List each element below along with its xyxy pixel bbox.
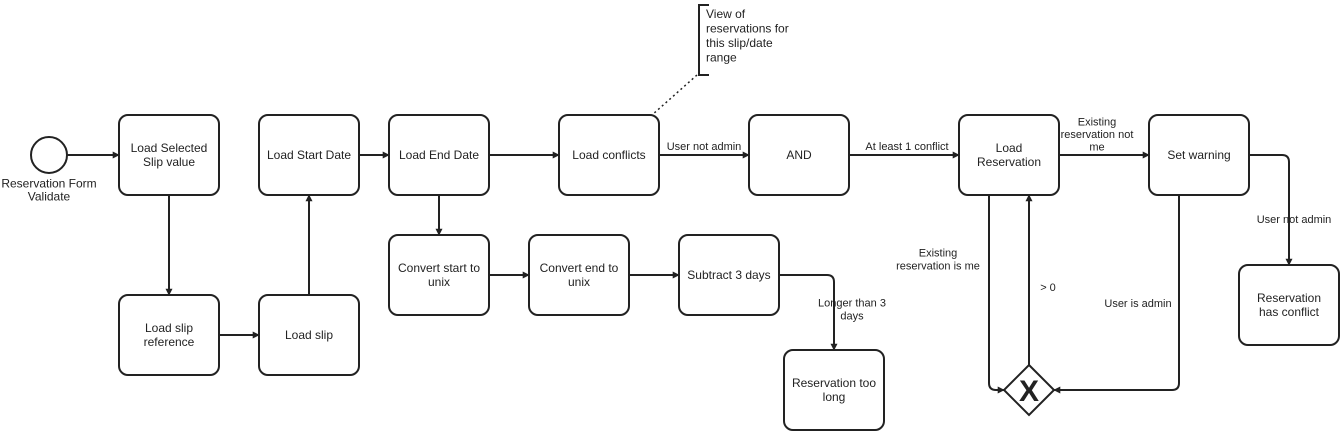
edge-label-at-least-1-conflict-line: At least 1 conflict bbox=[865, 141, 948, 153]
node-subtract-3-days-label-line: Subtract 3 days bbox=[687, 268, 770, 282]
edge-subtract-to-too-long bbox=[779, 274, 838, 351]
node-load-reservation-label-line: Reservation bbox=[977, 155, 1041, 169]
edge-label-existing-reservation-not-me-line: Existing bbox=[1078, 117, 1117, 129]
edge-label-user-not-admin-warning: User not admin bbox=[1257, 214, 1332, 226]
gateway-x-icon: X bbox=[1019, 375, 1039, 408]
annotation-connector bbox=[651, 74, 698, 116]
node-convert-start-to-unix-label-line: Convert start to bbox=[398, 261, 480, 275]
node-reservation-too-long-label-line: long bbox=[823, 390, 846, 404]
node-load-slip-label: Load slip bbox=[285, 328, 333, 342]
annotation-text-line: reservations for bbox=[706, 22, 789, 36]
node-subtract-3-days-label: Subtract 3 days bbox=[687, 268, 770, 282]
node-reservation-has-conflict-label-line: has conflict bbox=[1259, 305, 1320, 319]
node-load-reservation-label-line: Load bbox=[996, 141, 1023, 155]
edge-label-user-is-admin-line: User is admin bbox=[1104, 298, 1171, 310]
node-convert-end-to-unix-label-line: Convert end to bbox=[540, 261, 619, 275]
node-and-label: AND bbox=[786, 148, 812, 162]
edge-label-longer-than-3-days-line: Longer than 3 bbox=[818, 298, 886, 310]
node-load-slip-reference-label-line: reference bbox=[144, 335, 195, 349]
node-set-warning-label: Set warning bbox=[1167, 148, 1230, 162]
edge-label-user-not-admin-line: User not admin bbox=[667, 141, 742, 153]
node-load-slip-reference-label-line: Load slip bbox=[145, 321, 193, 335]
edge-label-longer-than-3-days-line: days bbox=[840, 311, 864, 323]
node-load-start-date-label: Load Start Date bbox=[267, 148, 351, 162]
node-convert-start-to-unix-label-line: unix bbox=[428, 275, 450, 289]
edge-label-existing-reservation-is-me-line: reservation is me bbox=[896, 261, 980, 273]
node-reservation-has-conflict-label-line: Reservation bbox=[1257, 291, 1321, 305]
edge-set-warning-to-has-conflict bbox=[1249, 154, 1293, 266]
annotation-text-line: this slip/date bbox=[706, 36, 773, 50]
node-convert-end-to-unix-label-line: unix bbox=[568, 275, 590, 289]
edge-label-greater-than-zero: > 0 bbox=[1040, 282, 1056, 294]
node-load-start-date-label-line: Load Start Date bbox=[267, 148, 351, 162]
annotation-text-line: range bbox=[706, 51, 737, 65]
edge-label-at-least-1-conflict: At least 1 conflict bbox=[865, 141, 948, 153]
edge-label-existing-reservation-is-me-line: Existing bbox=[919, 248, 958, 260]
node-load-end-date-label: Load End Date bbox=[399, 148, 479, 162]
edge-label-greater-than-zero-line: > 0 bbox=[1040, 282, 1056, 294]
edge-label-user-is-admin: User is admin bbox=[1104, 298, 1171, 310]
start-event-label-line: Validate bbox=[28, 190, 71, 204]
node-set-warning-label-line: Set warning bbox=[1167, 148, 1230, 162]
node-reservation-too-long-label-line: Reservation too bbox=[792, 376, 876, 390]
edge-load-reservation-to-gateway bbox=[988, 195, 1005, 394]
node-load-conflicts-label: Load conflicts bbox=[572, 148, 645, 162]
node-load-selected-slip-value-label-line: Slip value bbox=[143, 155, 195, 169]
node-load-slip-label-line: Load slip bbox=[285, 328, 333, 342]
exclusive-gateway[interactable] bbox=[1002, 363, 1056, 417]
edge-label-user-not-admin-warning-line: User not admin bbox=[1257, 214, 1332, 226]
edge-label-existing-reservation-not-me-line: me bbox=[1089, 142, 1104, 154]
node-and-label-line: AND bbox=[786, 148, 812, 162]
edge-label-existing-reservation-not-me-line: reservation not bbox=[1061, 129, 1134, 141]
node-load-selected-slip-value-label-line: Load Selected bbox=[131, 141, 208, 155]
annotation-bracket bbox=[698, 4, 709, 76]
edge-label-user-not-admin: User not admin bbox=[667, 141, 742, 153]
node-load-conflicts-label-line: Load conflicts bbox=[572, 148, 645, 162]
annotation-text-line: View of bbox=[706, 7, 746, 21]
node-load-end-date-label-line: Load End Date bbox=[399, 148, 479, 162]
start-event[interactable] bbox=[30, 136, 68, 174]
start-event-label-line: Reservation Form bbox=[1, 177, 96, 191]
edge-set-warning-to-gateway bbox=[1053, 195, 1180, 394]
